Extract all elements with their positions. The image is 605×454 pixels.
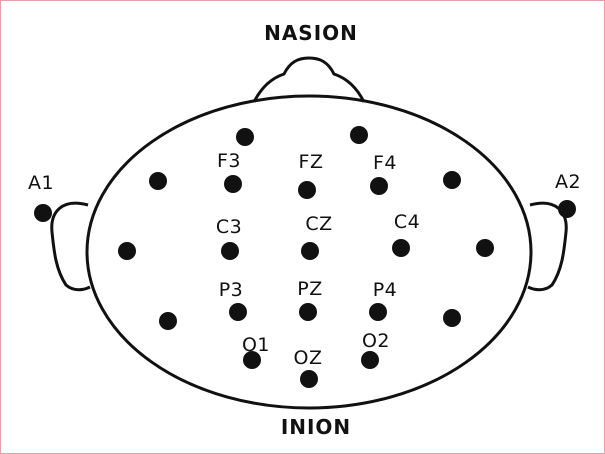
label-o2: O2 bbox=[362, 330, 390, 352]
label-pz: PZ bbox=[297, 278, 322, 300]
label-f3: F3 bbox=[217, 150, 241, 172]
electrode-f7 bbox=[149, 172, 167, 190]
electrode-f3 bbox=[224, 175, 242, 193]
label-inion: INION bbox=[281, 415, 351, 439]
electrode-fz bbox=[298, 181, 316, 199]
electrode-a2 bbox=[558, 200, 576, 218]
electrode-t4 bbox=[476, 239, 494, 257]
electrode-t3 bbox=[118, 242, 136, 260]
label-nasion: NASION bbox=[264, 21, 358, 45]
electrode-a1 bbox=[34, 204, 52, 222]
electrode-c4 bbox=[392, 239, 410, 257]
label-p4: P4 bbox=[373, 279, 398, 301]
electrode-o2 bbox=[361, 351, 379, 369]
label-f4: F4 bbox=[373, 152, 397, 174]
electrode-f4 bbox=[370, 177, 388, 195]
label-fz: FZ bbox=[299, 151, 324, 173]
label-cz: CZ bbox=[305, 213, 332, 235]
electrode-t6 bbox=[443, 309, 461, 327]
label-c3: C3 bbox=[216, 216, 242, 238]
electrode-t5 bbox=[159, 312, 177, 330]
label-c4: C4 bbox=[394, 211, 420, 233]
label-a1: A1 bbox=[28, 172, 54, 194]
label-oz: OZ bbox=[294, 347, 323, 369]
electrode-p4 bbox=[369, 303, 387, 321]
label-a2: A2 bbox=[555, 171, 581, 193]
electrode-cz bbox=[301, 242, 319, 260]
right-ear bbox=[528, 203, 566, 290]
electrode-fp2 bbox=[350, 126, 368, 144]
electrode-fp1 bbox=[236, 128, 254, 146]
electrode-pz bbox=[299, 303, 317, 321]
label-o1: O1 bbox=[242, 334, 270, 356]
left-ear bbox=[52, 203, 90, 290]
electrode-c3 bbox=[221, 242, 239, 260]
label-p3: P3 bbox=[219, 279, 244, 301]
electrode-f8 bbox=[443, 171, 461, 189]
electrode-oz bbox=[300, 370, 318, 388]
electrode-p3 bbox=[229, 303, 247, 321]
